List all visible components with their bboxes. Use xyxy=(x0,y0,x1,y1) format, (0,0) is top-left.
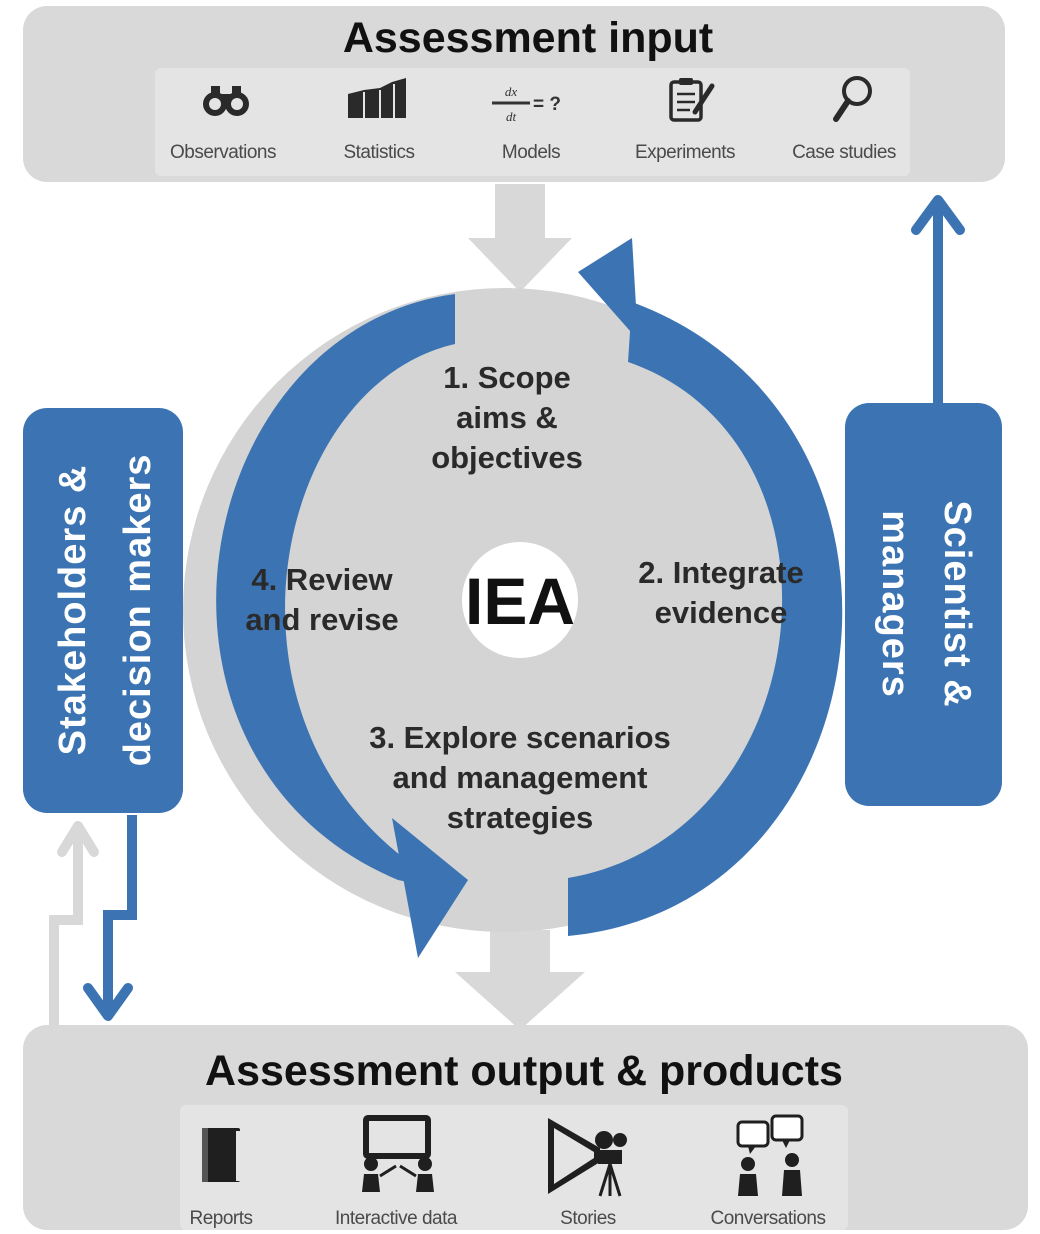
magnifier-icon xyxy=(833,76,872,122)
stories-label: Stories xyxy=(560,1208,616,1229)
binoculars-icon xyxy=(203,86,249,116)
clipboard-icon xyxy=(669,78,715,122)
models-item: dx dt = ? Models xyxy=(492,84,561,163)
case-studies-item: Case studies xyxy=(792,76,896,163)
stakeholders-background xyxy=(23,408,183,813)
step-1-line-3: objectives xyxy=(431,440,583,475)
scientist-panel: Scientist & managers xyxy=(845,403,1002,806)
stakeholders-panel: Stakeholders & decision makers xyxy=(23,408,183,813)
step-4-line-2: and revise xyxy=(245,602,398,637)
center-disc xyxy=(462,542,578,658)
cycle-arrow-left xyxy=(216,294,468,958)
experiments-label: Experiments xyxy=(635,142,735,163)
assessment-input-panel: Assessment input Observations Sta xyxy=(23,6,1005,182)
input-title: Assessment input xyxy=(343,14,713,62)
presentation-icon xyxy=(362,1115,434,1192)
step-1-line-1: 1. Scope xyxy=(443,360,571,395)
bar-chart-icon xyxy=(348,78,406,118)
step-1-line-2: aims & xyxy=(456,400,558,435)
film-camera-icon xyxy=(548,1118,627,1197)
statistics-item: Statistics xyxy=(343,78,415,163)
center-label: IEA xyxy=(465,564,575,638)
book-icon xyxy=(202,1128,241,1182)
stakeholders-line-1: Stakeholders & xyxy=(52,465,94,756)
speech-bubbles-icon xyxy=(736,1114,804,1196)
output-to-stakeholders-arrow xyxy=(49,821,99,1028)
interactive-data-item: Interactive data xyxy=(335,1115,458,1229)
step-2-line-2: evidence xyxy=(655,595,788,630)
case-studies-label: Case studies xyxy=(792,142,896,163)
equation-denominator: dt xyxy=(506,109,517,124)
conversations-item: Conversations xyxy=(711,1114,826,1229)
scientist-line-1: Scientist & xyxy=(936,500,978,707)
interactive-data-label: Interactive data xyxy=(335,1208,458,1229)
observations-label: Observations xyxy=(170,142,276,163)
observations-item: Observations xyxy=(170,86,276,163)
scientist-line-2: managers xyxy=(874,510,916,698)
output-icon-strip xyxy=(180,1105,848,1230)
cycle-to-output-arrow xyxy=(455,930,585,1030)
step-2-line-1: 2. Integrate xyxy=(638,555,803,590)
step-3-line-2: and management xyxy=(393,760,648,795)
cycle-arrow-right xyxy=(568,238,843,936)
equation-numerator: dx xyxy=(505,84,518,99)
equation-icon: dx dt = ? xyxy=(492,84,561,124)
equation-suffix: = ? xyxy=(533,94,561,115)
stakeholders-to-output-arrow xyxy=(83,815,137,1021)
experiments-item: Experiments xyxy=(635,78,736,163)
reports-label: Reports xyxy=(189,1208,252,1229)
output-title: Assessment output & products xyxy=(205,1047,843,1095)
step-4-line-1: 4. Review xyxy=(251,562,393,597)
step-3-line-3: strategies xyxy=(447,800,593,835)
models-label: Models xyxy=(502,142,560,163)
stories-item: Stories xyxy=(548,1118,627,1229)
scientist-to-input-arrow xyxy=(911,195,965,403)
conversations-label: Conversations xyxy=(711,1208,826,1229)
assessment-output-panel: Assessment output & products Reports Int… xyxy=(23,1025,1028,1230)
stakeholders-line-2: decision makers xyxy=(117,454,159,767)
input-icon-strip xyxy=(155,68,910,176)
step-3-line-1: 3. Explore scenarios xyxy=(369,720,671,755)
scientist-background xyxy=(845,403,1002,806)
input-to-cycle-arrow xyxy=(468,184,572,292)
reports-item: Reports xyxy=(189,1128,253,1229)
statistics-label: Statistics xyxy=(343,142,414,163)
